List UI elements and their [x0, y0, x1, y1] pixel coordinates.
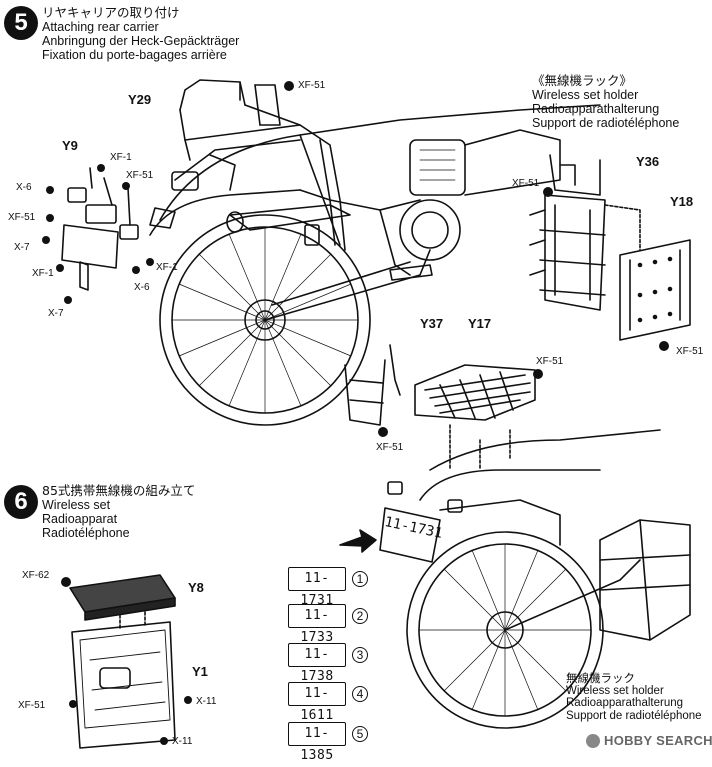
label-y29: Y29	[128, 92, 152, 107]
step-5-title-de: Anbringung der Heck-Gepäckträger	[42, 34, 240, 48]
label-xf62: XF-62	[22, 570, 50, 581]
step-5-title-en: Attaching rear carrier	[42, 20, 159, 34]
label-x11-b: X-11	[172, 736, 193, 747]
rack-box-en: Wireless set holder	[532, 88, 639, 102]
rack-callout-de: Radioapparathalterung	[566, 697, 684, 709]
plate-decal-2-index: 2	[352, 608, 368, 624]
label-y37: Y37	[420, 316, 444, 331]
label-xf51-d: XF-51	[512, 178, 540, 189]
rack-box-fr: Support de radiotéléphone	[532, 116, 680, 130]
label-y9: Y9	[62, 138, 78, 153]
step-6-title-de: Radioapparat	[42, 512, 118, 526]
rack-box-de: Radioapparathalterung	[532, 102, 660, 116]
label-xf51-f: XF-51	[536, 356, 564, 367]
rack-box-title: 《無線機ラック》 Wireless set holder Radioappara…	[532, 73, 680, 131]
label-x7-b: X-7	[48, 308, 64, 319]
label-y8: Y8	[188, 580, 204, 595]
plate-decal-4-index: 4	[352, 686, 368, 702]
rack-callout-fr: Support de radiotéléphone	[566, 709, 702, 722]
label-xf51-b: XF-51	[126, 170, 154, 181]
label-xf1-a: XF-1	[110, 152, 132, 163]
label-x11-a: X-11	[196, 696, 217, 707]
plate-decal-1-index: 1	[352, 571, 368, 587]
rack-callout: 無線機ラック Wireless set holder Radioapparath…	[566, 672, 702, 722]
label-x6-b: X-6	[134, 282, 150, 293]
rack-callout-en: Wireless set holder	[566, 684, 664, 697]
label-y36: Y36	[636, 154, 660, 169]
label-x6-a: X-6	[16, 182, 32, 193]
plate-decal-5-index: 5	[352, 726, 368, 742]
plate-decal-4: 11-1611	[288, 682, 346, 723]
plate-decal-2: 11-1733	[288, 604, 346, 645]
label-xf1-b: XF-1	[32, 268, 54, 279]
step-5-title: リヤキャリアの取り付け Attaching rear carrier Anbri…	[42, 5, 240, 63]
plate-decal-5: 11-1385	[288, 722, 346, 763]
step-6-title: 85式携帯無線機の組み立て Wireless set Radioapparat …	[42, 483, 196, 541]
label-xf51-g: XF-51	[376, 442, 404, 453]
label-y17: Y17	[468, 316, 492, 331]
watermark-icon	[586, 733, 600, 748]
label-xf1-c: XF-1	[156, 262, 178, 273]
step-5-title-jp: リヤキャリアの取り付け	[42, 5, 180, 20]
plate-decal-1: 11-1731	[288, 567, 346, 608]
watermark-logo: HOBBY SEARCH	[586, 733, 712, 748]
step-6-title-jp: 85式携帯無線機の組み立て	[42, 483, 196, 498]
rack-box-title-jp: 《無線機ラック》	[532, 73, 633, 88]
step-6-title-fr: Radiotéléphone	[42, 526, 130, 540]
plate-decal-3-index: 3	[352, 647, 368, 663]
label-y18: Y18	[670, 194, 694, 209]
label-y1: Y1	[192, 664, 208, 679]
step-5-badge: 5	[4, 6, 38, 40]
step-5-title-fr: Fixation du porte-bagages arrière	[42, 48, 227, 62]
label-xf51-c: XF-51	[8, 212, 36, 223]
label-xf51-e: XF-51	[676, 346, 704, 357]
watermark-text: HOBBY SEARCH	[604, 733, 712, 748]
plate-decal-3: 11-1738	[288, 643, 346, 684]
label-xf51-h: XF-51	[18, 700, 46, 711]
label-x7-a: X-7	[14, 242, 30, 253]
rack-callout-jp: 無線機ラック	[566, 671, 635, 685]
label-xf51-a: XF-51	[298, 80, 326, 91]
step-6-badge: 6	[4, 485, 38, 519]
step-6-title-en: Wireless set	[42, 498, 111, 512]
